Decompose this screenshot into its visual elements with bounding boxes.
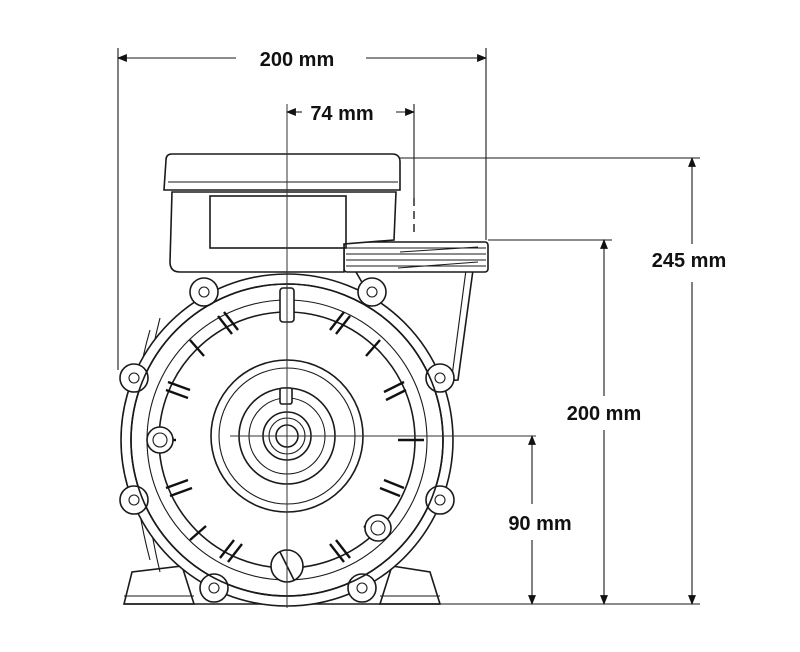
base-feet: [122, 565, 442, 605]
outlet-flange: [343, 241, 489, 273]
shaft-height-label: 90 mm: [508, 513, 571, 535]
outlet-height-label: 200 mm: [567, 403, 642, 425]
terminal-box: [163, 153, 401, 273]
overall-height-label: 245 mm: [652, 250, 727, 272]
pump-outline: [119, 104, 536, 608]
dimension-shaft-height: 90 mm: [508, 435, 572, 605]
terminal-offset-label: 74 mm: [310, 103, 373, 125]
dimension-overall-height: 245 mm: [400, 157, 727, 605]
dimension-terminal-offset: 74 mm: [286, 103, 415, 236]
overall-width-label: 200 mm: [260, 49, 335, 71]
dimension-outlet-height: 200 mm: [488, 239, 642, 605]
dimension-overall-width: 200 mm: [117, 48, 487, 370]
